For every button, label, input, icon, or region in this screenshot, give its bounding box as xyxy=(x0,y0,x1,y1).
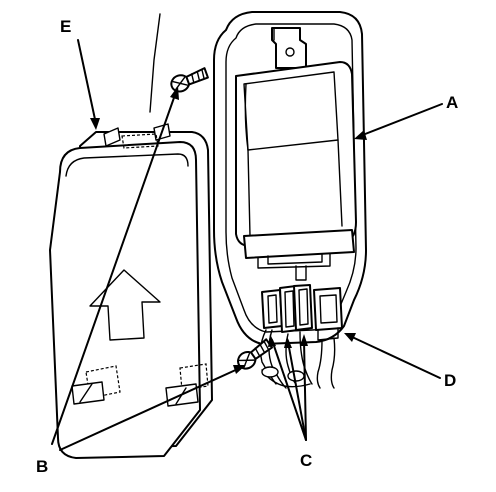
fuse-box-cover-e xyxy=(49,123,213,459)
cover-latch xyxy=(71,381,105,405)
connectors-c xyxy=(259,284,313,389)
control-unit-a xyxy=(235,61,357,281)
callout-d: D xyxy=(444,371,457,390)
callout-b: B xyxy=(36,457,49,476)
callout-c: C xyxy=(300,451,313,470)
relay-mount-tab xyxy=(271,27,307,69)
callout-a: A xyxy=(446,93,459,112)
body-edge-line xyxy=(149,13,161,113)
cover-clip xyxy=(103,127,121,147)
callout-e: E xyxy=(60,17,72,36)
connector-d xyxy=(313,287,343,389)
mount-hole-icon xyxy=(285,47,295,57)
screw-top xyxy=(170,67,209,93)
leader-lines xyxy=(51,39,443,451)
